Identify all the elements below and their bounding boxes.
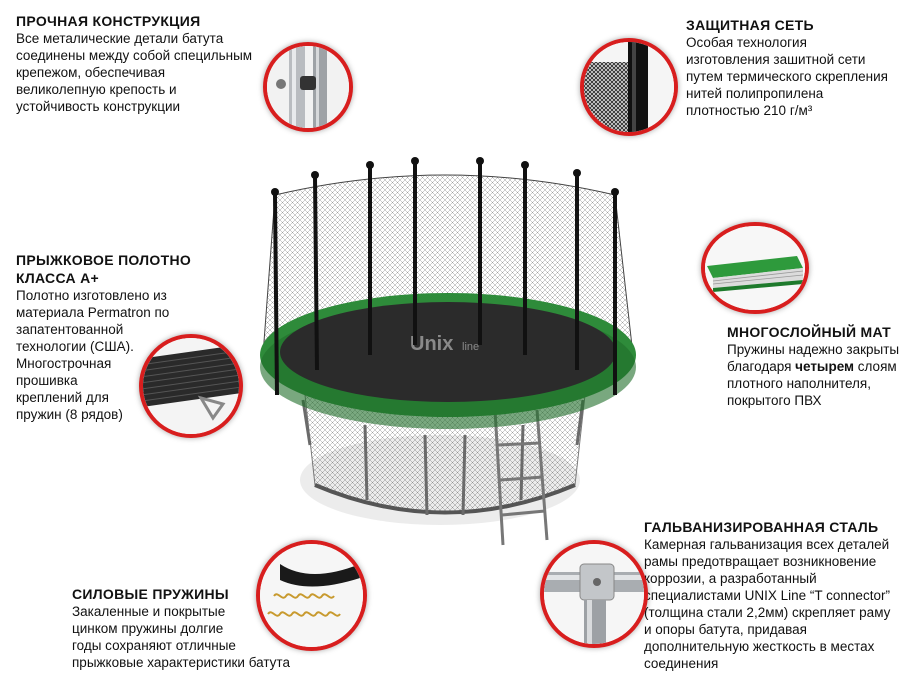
- trampoline-illustration: Unix line: [260, 157, 636, 546]
- springs-line: Закаленные и покрытые: [72, 604, 226, 619]
- canvas-title-line: КЛАССА А+: [16, 270, 99, 286]
- steel-block: ГАЛЬВАНИЗИРОВАННАЯ СТАЛЬ Камерная гальва…: [644, 518, 914, 672]
- net-line: плотностью 210 г/м³: [686, 103, 813, 118]
- logo-brand: Unix: [410, 333, 453, 355]
- mat-title: МНОГОСЛОЙНЫЙ МАТ: [727, 324, 892, 340]
- canvas-line: запатентованной: [16, 322, 124, 337]
- construction-line: великолепную крепость и: [16, 82, 177, 97]
- mat-bold-word: четырем: [795, 359, 855, 374]
- springs-title: СИЛОВЫЕ ПРУЖИНЫ: [72, 586, 229, 602]
- steel-line: дополнительную жесткость в местах: [644, 639, 875, 654]
- construction-title: ПРОЧНАЯ КОНСТРУКЦИЯ: [16, 13, 201, 29]
- springs-block: СИЛОВЫЕ ПРУЖИНЫ Закаленные и покрытые ци…: [72, 585, 312, 671]
- mat-text: благодаря: [727, 359, 796, 374]
- net-detail-image: [580, 38, 678, 136]
- construction-block: ПРОЧНАЯ КОНСТРУКЦИЯ Все металические дет…: [16, 12, 276, 115]
- mat-block: МНОГОСЛОЙНЫЙ МАТ Пружины надежно закрыты…: [727, 323, 912, 409]
- mat-line-emphasis: благодаря четырем слоям: [727, 358, 912, 375]
- springs-detail-image: [256, 540, 367, 651]
- mat-line: Пружины надежно закрыты: [727, 342, 900, 357]
- frame-detail-image: [263, 42, 353, 132]
- mat-line: покрытого ПВХ: [727, 393, 822, 408]
- steel-line: и опоры батута, придавая: [644, 622, 807, 637]
- net-line: изготовления зашитной сети: [686, 52, 866, 67]
- canvas-line: пружин (8 рядов): [16, 407, 123, 422]
- mat-text: слоям: [854, 359, 897, 374]
- net-title: ЗАЩИТНАЯ СЕТЬ: [686, 17, 814, 33]
- canvas-line: материала Permatron по: [16, 305, 170, 320]
- canvas-line: креплений для: [16, 390, 109, 405]
- net-line: нитей полипропилена: [686, 86, 824, 101]
- steel-line: Камерная гальванизация всех деталей: [644, 537, 890, 552]
- steel-line: коррозии, а разработанный: [644, 571, 817, 586]
- connector-detail-image: [540, 540, 648, 648]
- mat-line: плотного наполнителя,: [727, 376, 871, 391]
- construction-line: Все металические детали батута: [16, 31, 224, 46]
- net-line: Особая технология: [686, 35, 807, 50]
- net-line: путем термического скрепления: [686, 69, 888, 84]
- canvas-line: Полотно изготовлено из: [16, 288, 167, 303]
- construction-line: устойчивость конструкции: [16, 99, 181, 114]
- canvas-title-line: ПРЫЖКОВОЕ ПОЛОТНО: [16, 252, 192, 268]
- canvas-line: технологии (США).: [16, 339, 134, 354]
- springs-line: цинком пружины долгие: [72, 621, 224, 636]
- construction-line: крепежом, обеспечивая: [16, 65, 166, 80]
- logo-suffix: line: [462, 341, 479, 353]
- steel-line: (толщина стали 2,2мм) скрепляет раму: [644, 605, 891, 620]
- padding-detail-image: [701, 222, 809, 314]
- springs-line: прыжковые характеристики батута: [72, 655, 290, 670]
- net-block: ЗАЩИТНАЯ СЕТЬ Особая технология изготовл…: [686, 16, 906, 119]
- springs-line: годы сохраняют отличные: [72, 638, 236, 653]
- steel-line: соединения: [644, 656, 719, 671]
- steel-line: рамы предотвращает возникновение: [644, 554, 877, 569]
- jump-mat-detail-image: [139, 334, 243, 438]
- construction-line: соединены между собой специльным: [16, 48, 253, 63]
- steel-line: специалистами UNIX Line “T connector”: [644, 588, 890, 603]
- steel-title: ГАЛЬВАНИЗИРОВАННАЯ СТАЛЬ: [644, 519, 879, 535]
- canvas-line: Многострочная: [16, 356, 112, 371]
- canvas-line: прошивка: [16, 373, 78, 388]
- canvas-block: ПРЫЖКОВОЕ ПОЛОТНО КЛАССА А+ Полотно изго…: [16, 251, 216, 423]
